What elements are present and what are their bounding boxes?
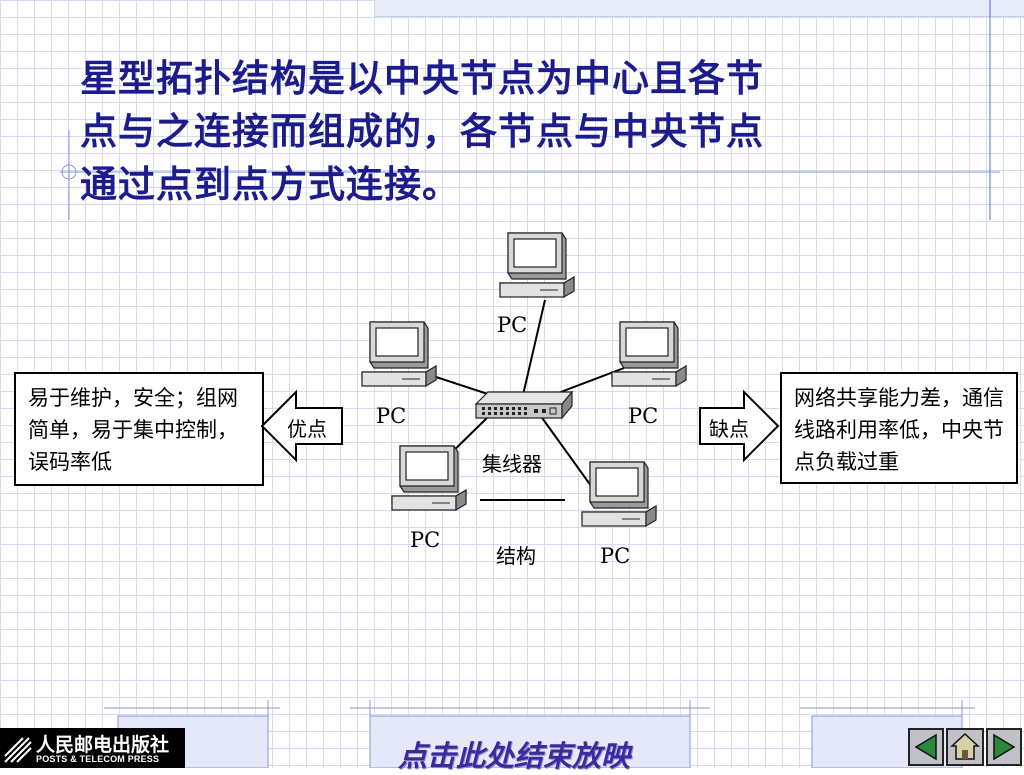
structure-label: 结构 — [496, 544, 536, 568]
hub-label: 集线器 — [482, 452, 542, 476]
disadvantages-label: 缺点 — [709, 417, 749, 441]
home-icon — [950, 732, 980, 760]
arrow-right-icon — [699, 389, 780, 463]
slide-title: 星型拓扑结构是以中央节点为中心且各节 点与之连接而组成的，各节点与中央节点 通过… — [80, 52, 940, 211]
pc-label-bottom-right: PC — [600, 544, 631, 568]
publisher-emblem-icon — [4, 737, 32, 763]
pc-label-top: PC — [497, 313, 528, 337]
link-lines — [432, 299, 625, 501]
advantages-text: 易于维护，安全；组网简单，易于集中控制，误码率低 — [28, 386, 238, 474]
prev-icon — [914, 733, 937, 761]
disadvantages-box: 网络共享能力差，通信线路利用率低，中央节点负载过重 — [780, 372, 1018, 484]
advantages-box: 易于维护，安全；组网简单，易于集中控制，误码率低 — [14, 372, 264, 486]
publisher-name-en: POSTS & TELECOM PRESS — [36, 754, 160, 764]
arrow-left-icon — [260, 389, 343, 463]
next-button[interactable] — [986, 728, 1022, 766]
top-decor-bar — [375, 0, 1024, 17]
title-line-1: 星型拓扑结构是以中央节点为中心且各节 — [80, 56, 764, 100]
pc-label-left: PC — [376, 404, 407, 428]
next-icon — [993, 733, 1016, 761]
hub-icon — [474, 390, 574, 420]
end-show-link[interactable]: 点击此处结束放映 — [398, 739, 631, 773]
title-line-3: 通过点到点方式连接。 — [80, 162, 460, 206]
title-line-2: 点与之连接而组成的，各节点与中央节点 — [80, 109, 764, 153]
home-button[interactable] — [946, 728, 984, 766]
advantages-label: 优点 — [287, 417, 327, 441]
prev-button[interactable] — [908, 728, 944, 766]
pc-label-right: PC — [628, 404, 659, 428]
publisher-name-cn: 人民邮电出版社 — [36, 734, 170, 756]
publisher-logo: 人民邮电出版社 POSTS & TELECOM PRESS — [0, 728, 185, 768]
pc-label-bottom-left: PC — [410, 528, 441, 552]
disadvantages-text: 网络共享能力差，通信线路利用率低，中央节点负载过重 — [794, 386, 1004, 474]
